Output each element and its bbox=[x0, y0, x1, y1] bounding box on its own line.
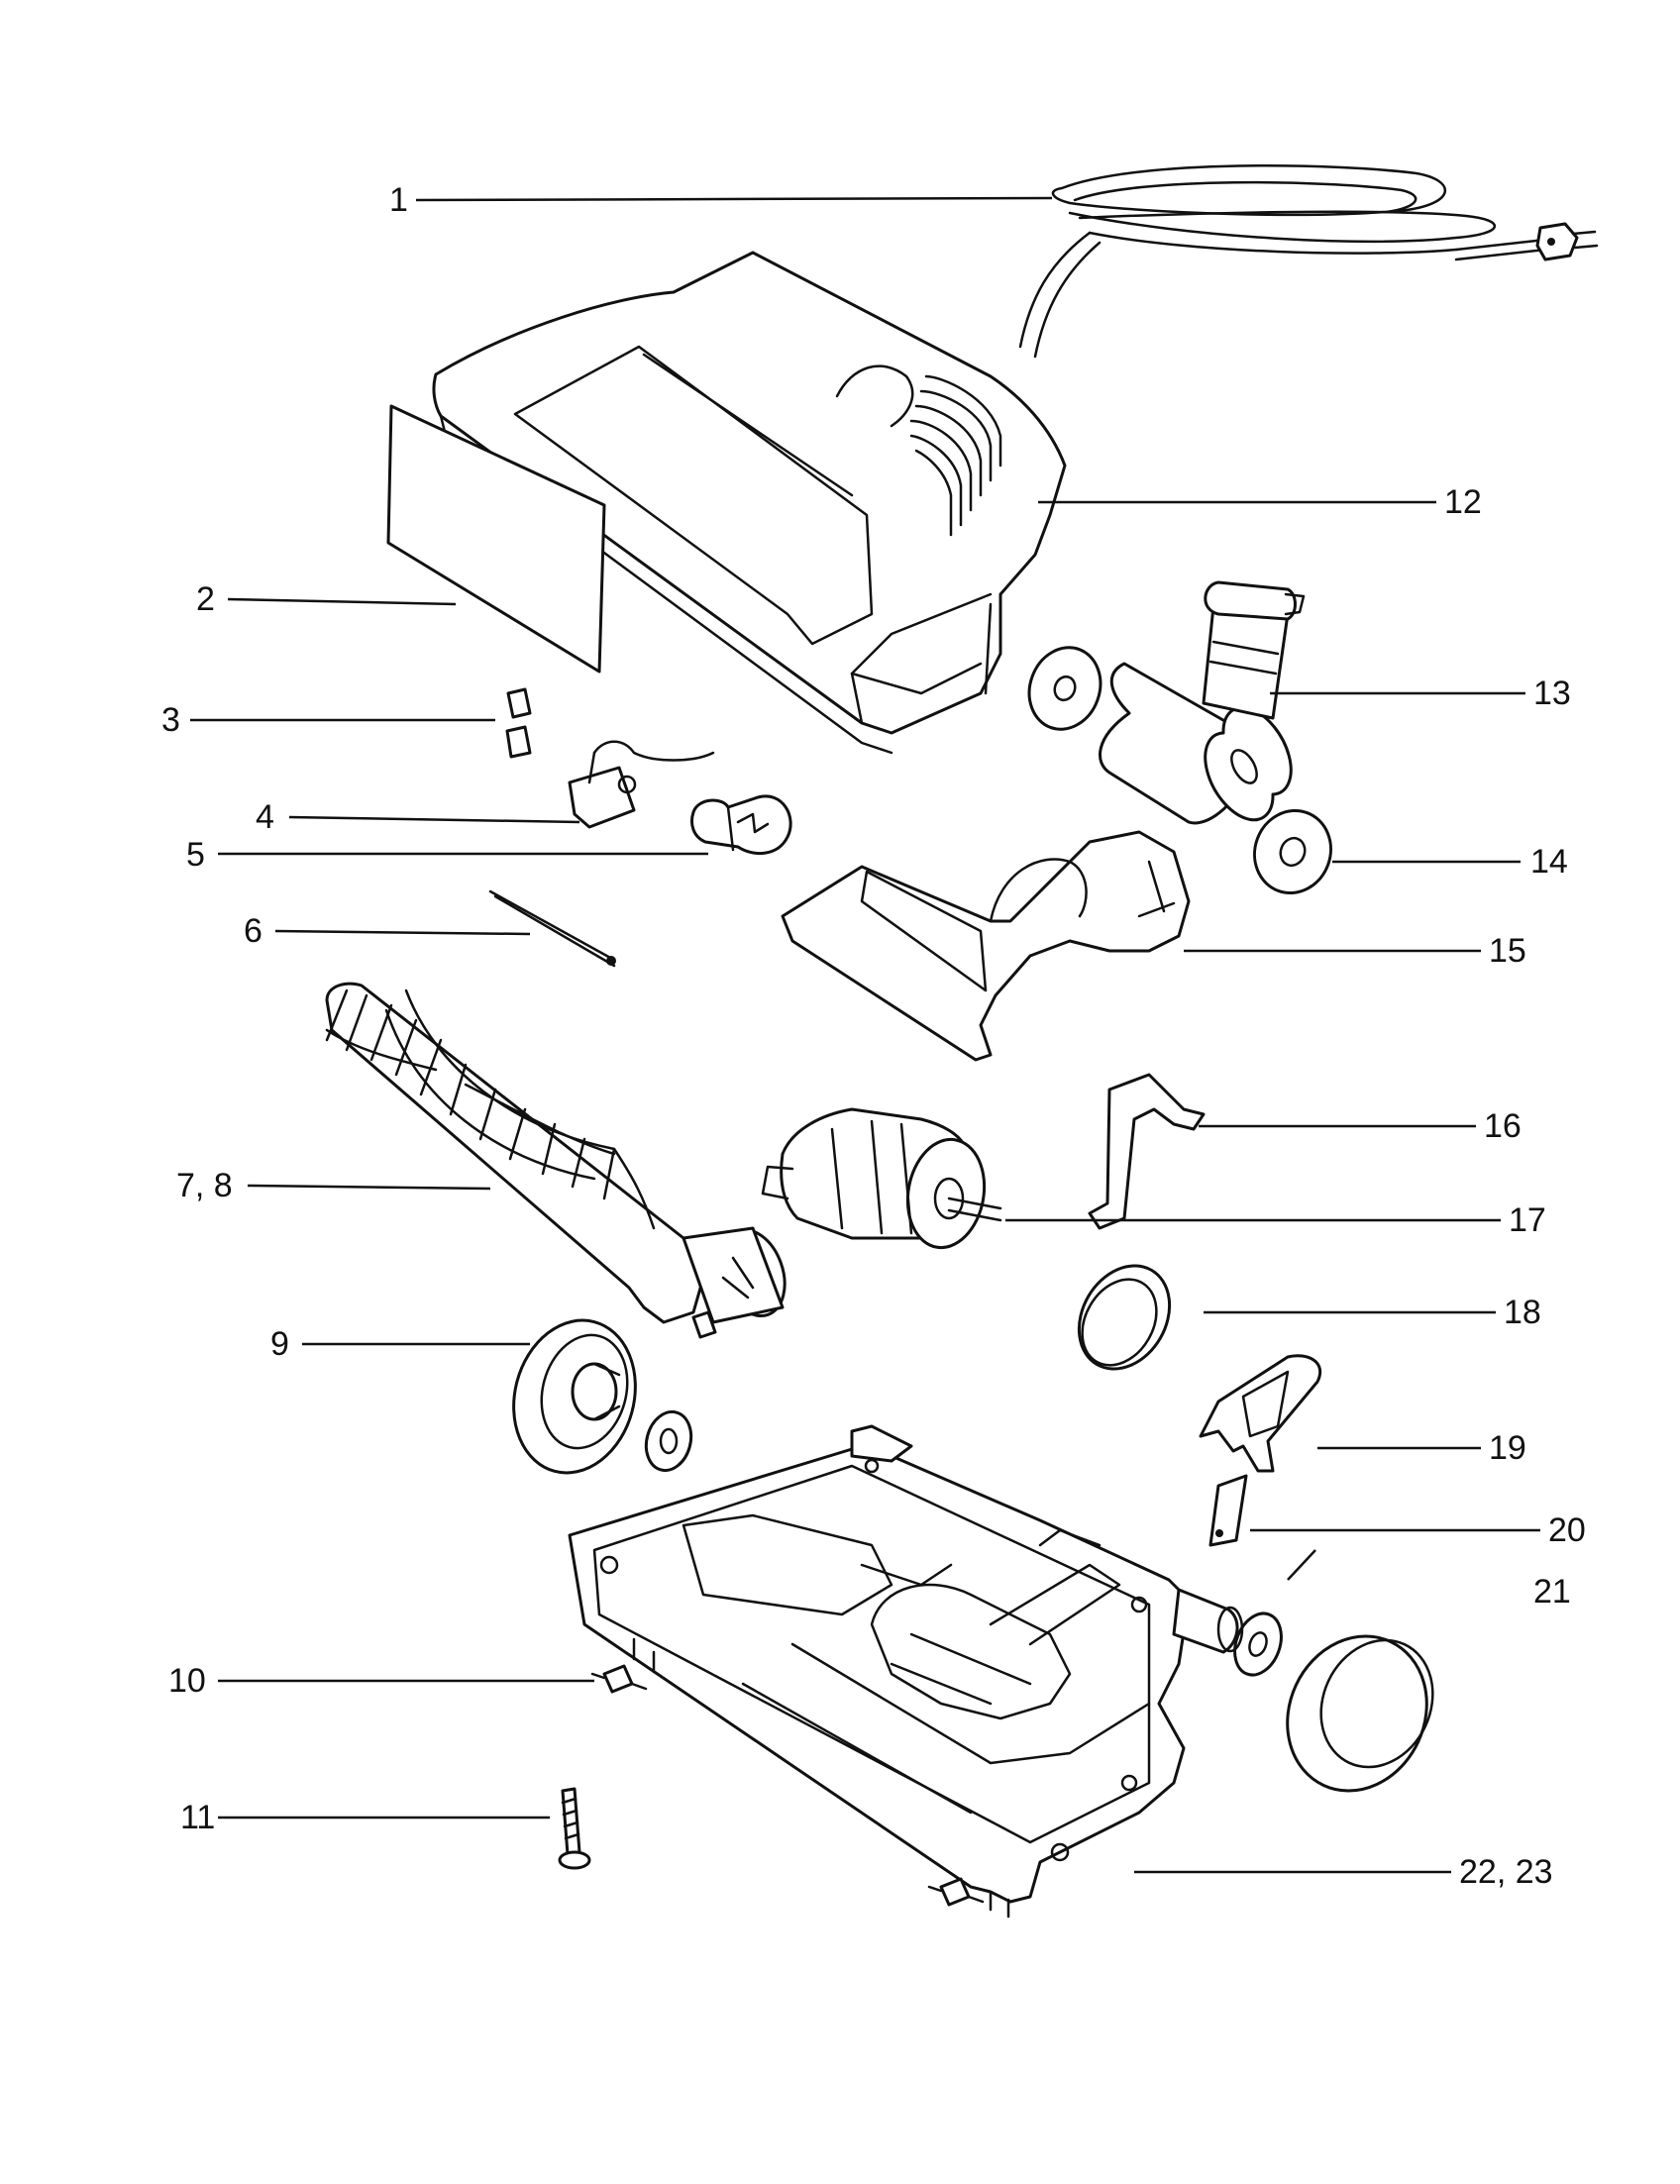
bulb bbox=[690, 794, 792, 856]
rod bbox=[488, 889, 616, 968]
rear-wheel bbox=[1286, 1634, 1434, 1793]
switch bbox=[568, 740, 715, 829]
bumper-strip bbox=[386, 404, 606, 674]
brush-roll bbox=[325, 982, 787, 1339]
callout-18: 18 bbox=[1504, 1294, 1541, 1331]
power-cord bbox=[1018, 164, 1599, 359]
callout-3: 3 bbox=[161, 701, 180, 739]
leader-lines bbox=[190, 196, 1540, 1874]
pedal bbox=[1199, 1354, 1322, 1473]
callout-19: 19 bbox=[1489, 1429, 1526, 1467]
callout-10: 10 bbox=[168, 1662, 206, 1700]
washer-9 bbox=[644, 1409, 693, 1473]
pin-10-lower bbox=[927, 1877, 985, 1907]
callout-12: 12 bbox=[1444, 483, 1482, 521]
callout-4: 4 bbox=[256, 798, 274, 836]
pin-10 bbox=[590, 1664, 648, 1694]
washer-14 bbox=[1253, 808, 1332, 895]
callout-6: 6 bbox=[244, 912, 262, 950]
plate bbox=[1208, 1474, 1248, 1547]
callout-7-8: 7, 8 bbox=[176, 1167, 233, 1204]
caps bbox=[505, 687, 532, 759]
callout-17: 17 bbox=[1509, 1201, 1546, 1239]
callout-1: 1 bbox=[389, 181, 408, 219]
base-plate bbox=[568, 1424, 1244, 1919]
bracket bbox=[1088, 1073, 1206, 1230]
callout-15: 15 bbox=[1489, 932, 1526, 970]
callout-14: 14 bbox=[1530, 843, 1568, 881]
callout-22-23: 22, 23 bbox=[1459, 1853, 1553, 1891]
shroud bbox=[781, 830, 1191, 1062]
callout-16: 16 bbox=[1484, 1107, 1522, 1145]
washer-21 bbox=[1233, 1612, 1283, 1677]
nozzle bbox=[1098, 580, 1306, 825]
callout-13: 13 bbox=[1533, 675, 1571, 712]
callout-5: 5 bbox=[186, 836, 205, 874]
motor bbox=[761, 1107, 1002, 1250]
callout-21: 21 bbox=[1533, 1573, 1571, 1611]
screw bbox=[558, 1787, 591, 1870]
front-wheel bbox=[512, 1318, 637, 1475]
hood-cover bbox=[432, 251, 1067, 755]
washer-13 bbox=[1027, 646, 1102, 731]
callout-20: 20 bbox=[1548, 1511, 1586, 1549]
callout-9: 9 bbox=[270, 1325, 289, 1363]
callout-2: 2 bbox=[196, 580, 215, 618]
belt bbox=[1077, 1264, 1172, 1371]
callout-11: 11 bbox=[180, 1799, 216, 1836]
